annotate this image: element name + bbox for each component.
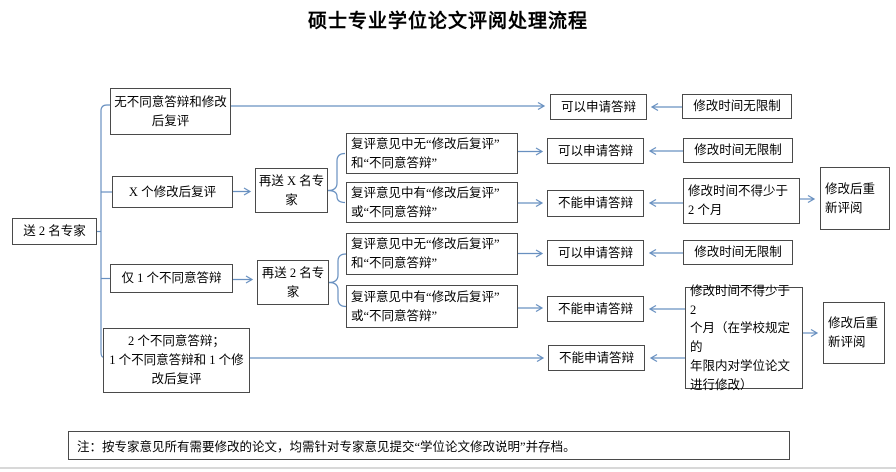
node-can-defend-4: 可以申请答辩: [547, 240, 644, 266]
node-cannot-defend-3: 不能申请答辩: [547, 190, 644, 217]
node-one-objection: 仅 1 个不同意答辩: [110, 264, 233, 293]
node-no-time-limit-3: 修改时间无限制: [683, 240, 793, 265]
node-review-none-lower: 复评意见中无“修改后复评” 和“不同意答辩”: [346, 233, 518, 275]
node-review-has-upper: 复评意见中有“修改后复评” 或“不同意答辩”: [346, 182, 518, 223]
node-x-revise-rereview: X 个修改后复评: [112, 176, 233, 208]
node-revise-rereview-bottom: 修改后重 新评阅: [823, 302, 885, 364]
node-review-has-lower: 复评意见中有“修改后复评” 或“不同意答辩”: [346, 285, 518, 328]
node-can-defend-2: 可以申请答辩: [547, 138, 644, 164]
bottom-divider: [0, 467, 896, 469]
node-time-min-2-months: 修改时间不得少于 2 个月: [683, 178, 800, 224]
node-no-time-limit-1: 修改时间无限制: [682, 94, 792, 119]
node-no-time-limit-2: 修改时间无限制: [683, 138, 793, 163]
node-resend-x-experts: 再送 X 名专 家: [255, 168, 328, 213]
footnote-box: 注：按专家意见所有需要修改的论文，均需针对专家意见提交“学位论文修改说明”并存档…: [68, 431, 790, 460]
node-revise-rereview-top: 修改后重 新评阅: [820, 167, 890, 230]
node-time-min-2-months-long: 修改时间不得少于 2 个月（在学校规定的 年限内对学位论文 进行修改）: [685, 284, 803, 392]
node-start-send-2-experts: 送 2 名专家: [12, 218, 97, 245]
page-title: 硕士专业学位论文评阅处理流程: [307, 11, 588, 32]
node-cannot-defend-6: 不能申请答辩: [548, 345, 645, 371]
node-two-objection: 2 个不同意答辩； 1 个不同意答辩和 1 个修 改后复评: [103, 328, 250, 393]
node-resend-2-experts: 再送 2 名专 家: [257, 260, 329, 305]
node-review-none-upper: 复评意见中无“修改后复评” 和“不同意答辩”: [346, 133, 518, 174]
node-no-objection: 无不同意答辩和修改 后复评: [110, 88, 231, 135]
node-can-defend-1: 可以申请答辩: [550, 94, 647, 120]
node-cannot-defend-5: 不能申请答辩: [547, 296, 644, 322]
